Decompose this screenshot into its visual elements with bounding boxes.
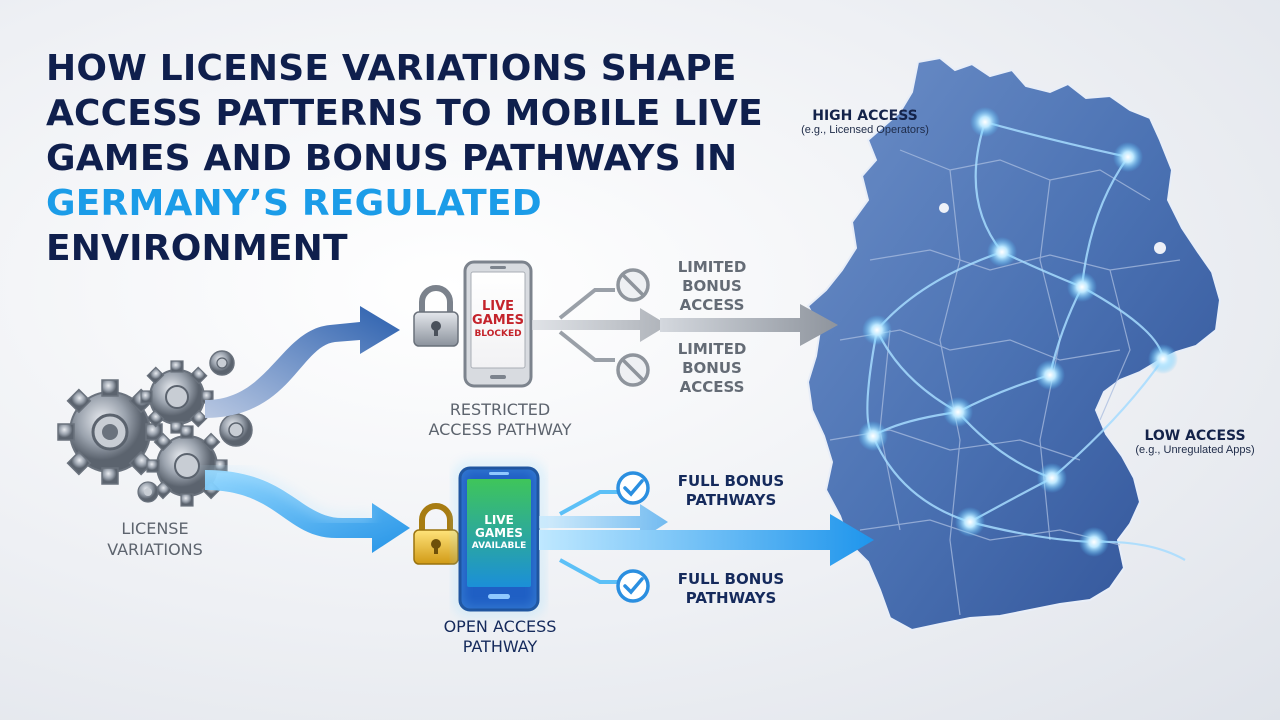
label-line: RESTRICTED [449,400,551,419]
label-line: ACCESS PATHWAY [428,420,572,439]
screen-line: GAMES [472,313,524,328]
label-line: PATHWAYS [685,589,777,607]
low-access-label: LOW ACCESS (e.g., Unregulated Apps) [1120,428,1270,456]
title-line-4: GERMANY’S REGULATED [46,183,542,224]
title-line-3: GAMES AND BONUS PATHWAYS IN [46,138,738,179]
label-line: ACCESS [679,378,745,396]
label-line: VARIATIONS [107,540,203,559]
label-line: BONUS [682,277,742,295]
screen-line: AVAILABLE [471,541,527,551]
label-line: LIMITED [677,258,747,276]
screen-line: BLOCKED [474,329,522,339]
full-bonus-label-bottom: FULL BONUS PATHWAYS [658,570,804,608]
open-pathway-label: OPEN ACCESS PATHWAY [410,617,590,657]
high-access-label: HIGH ACCESS (e.g., Licensed Operators) [790,108,940,136]
legend-subtitle: (e.g., Licensed Operators) [801,124,929,136]
access-nodes [858,107,1178,557]
label-line: ACCESS [679,296,745,314]
restricted-pathway-label: RESTRICTED ACCESS PATHWAY [405,400,595,440]
screen-line: LIVE [481,299,515,314]
label-line: LICENSE [121,519,189,538]
screen-line: LIVE [484,513,514,527]
arrow-to-restricted [205,306,400,418]
padlock-gray-icon [413,285,459,347]
title-line-2: ACCESS PATTERNS TO MOBILE LIVE [46,93,763,134]
open-branches [539,471,874,603]
title-line-5: ENVIRONMENT [46,228,348,269]
label-line: OPEN ACCESS [443,617,557,636]
legend-title: LOW ACCESS [1144,428,1246,444]
label-line: FULL BONUS [677,570,785,588]
license-variations-label: LICENSE VARIATIONS [80,518,230,560]
label-line: BONUS [682,359,742,377]
screen-line: GAMES [475,526,523,540]
legend-subtitle: (e.g., Unregulated Apps) [1135,444,1255,456]
germany-map-icon [806,56,1222,632]
arrow-to-open [204,467,410,553]
page-title: HOW LICENSE VARIATIONS SHAPE ACCESS PATT… [46,46,806,271]
restricted-phone [463,260,533,388]
full-bonus-label-top: FULL BONUS PATHWAYS [658,472,804,510]
label-line: FULL BONUS [677,472,785,490]
prohibited-icon [616,353,650,387]
label-line: LIMITED [677,340,747,358]
restricted-screen-text: LIVE GAMES BLOCKED [471,300,525,340]
prohibited-icon [616,268,650,302]
restricted-branches [532,268,838,387]
checkmark-icon [616,569,650,603]
open-screen-text: LIVE GAMES AVAILABLE [467,514,531,552]
checkmark-icon [616,471,650,505]
title-line-1: HOW LICENSE VARIATIONS SHAPE [46,48,737,89]
limited-bonus-label-top: LIMITED BONUS ACCESS [660,258,764,315]
label-line: PATHWAY [462,637,538,656]
legend-title: HIGH ACCESS [812,108,918,124]
limited-bonus-label-bottom: LIMITED BONUS ACCESS [660,340,764,397]
padlock-gold-icon [413,503,459,565]
label-line: PATHWAYS [685,491,777,509]
